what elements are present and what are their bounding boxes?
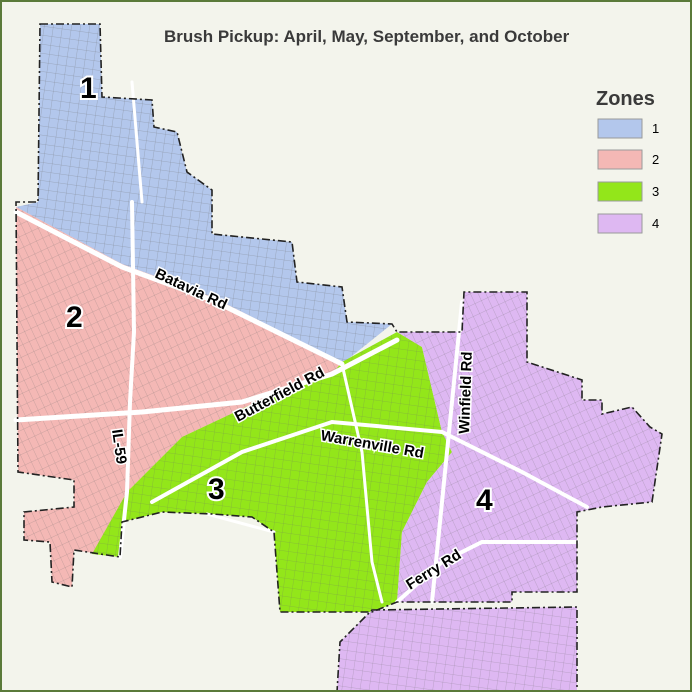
legend-swatch-1: [597, 118, 643, 139]
legend-label-4: 4: [652, 216, 659, 231]
batavia-road-line: [13, 209, 345, 367]
zone-1-area: [16, 24, 392, 362]
winfield-road-line: [430, 300, 464, 604]
roads: [13, 80, 589, 604]
il59-road-line: [118, 200, 137, 559]
zone-2-label: 2: [66, 301, 83, 334]
legend-label-1: 1: [652, 121, 659, 136]
butterfield-road-line: [13, 337, 400, 423]
legend: Zones 1 2 3 4: [596, 88, 659, 234]
map-title: Brush Pickup: April, May, September, and…: [164, 27, 570, 46]
zone-4-label: 4: [476, 484, 493, 517]
legend-title: Zones: [596, 88, 655, 110]
zone-2-area: [16, 207, 342, 587]
legend-label-3: 3: [652, 184, 659, 199]
zone-3-area: [92, 332, 452, 612]
zone-4-area: [337, 292, 662, 690]
legend-swatch-3: [597, 181, 643, 202]
ferry-road-line: [395, 540, 579, 604]
city-boundary: [15, 23, 663, 613]
winfield-road-label: Winfield Rd: [456, 351, 476, 434]
zone-1-label: 1: [80, 72, 97, 105]
city-boundary-south: [336, 606, 578, 690]
warrenville-road-line: [150, 419, 589, 509]
legend-swatch-2: [597, 149, 643, 170]
zone-3-label: 3: [208, 473, 225, 506]
legend-swatch-4: [597, 213, 643, 234]
legend-label-2: 2: [652, 152, 659, 167]
zone-labels: 1 2 3 4: [64, 70, 495, 519]
